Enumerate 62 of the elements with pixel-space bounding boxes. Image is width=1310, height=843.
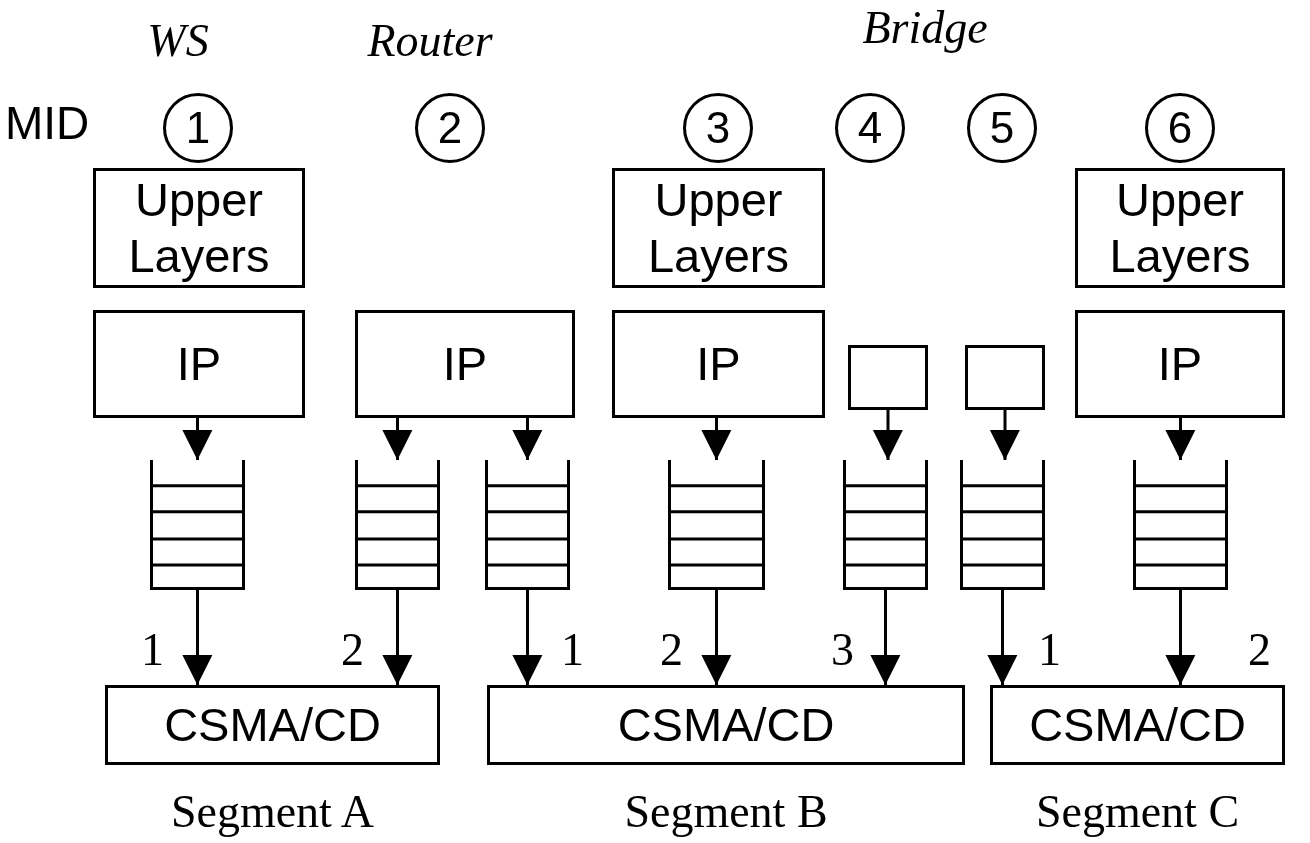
node-text: Upper Layers <box>127 171 271 284</box>
node-text: 6 <box>1167 101 1193 154</box>
segment-label: Segment A <box>169 789 376 835</box>
port-number: 1 <box>1037 627 1062 673</box>
layer-box <box>355 310 575 418</box>
port-number: 1 <box>560 627 585 673</box>
node-text: IP <box>696 335 741 392</box>
node-text: IP <box>1157 335 1203 392</box>
arrow <box>1165 418 1196 460</box>
row-label: MID <box>5 100 90 146</box>
port-number: 2 <box>659 627 684 673</box>
layer-box <box>1075 310 1285 418</box>
layer-box <box>612 168 825 288</box>
arrow <box>182 590 213 685</box>
layer-box <box>848 345 928 410</box>
layer-box <box>612 310 825 418</box>
node-text: 2 <box>437 101 463 154</box>
layer-box <box>965 345 1045 410</box>
circled-number <box>163 93 233 163</box>
port-number: 3 <box>830 627 855 673</box>
arrow <box>512 418 543 460</box>
arrow <box>382 418 413 460</box>
layer-box <box>1075 168 1285 288</box>
arrow <box>182 418 213 460</box>
group-label: Bridge <box>861 5 989 51</box>
arrow <box>512 590 543 685</box>
node-text: IP <box>176 335 222 392</box>
node-text: CSMA/CD <box>1029 696 1246 753</box>
arrow <box>1165 590 1196 685</box>
circled-number <box>415 93 485 163</box>
port-number: 2 <box>340 627 365 673</box>
arrow <box>382 590 413 685</box>
arrow <box>989 410 1020 460</box>
arrow <box>987 590 1018 685</box>
circled-number <box>1145 93 1215 163</box>
port-number: 1 <box>140 627 165 673</box>
segment-label: Segment C <box>1034 789 1241 835</box>
arrow <box>870 590 901 685</box>
bus-box <box>990 685 1285 765</box>
node-caption: Router <box>366 18 494 64</box>
bus-box <box>487 685 965 765</box>
circled-number <box>683 93 753 163</box>
node-text: CSMA/CD <box>617 696 835 753</box>
circled-number <box>835 93 905 163</box>
node-text: Upper Layers <box>1108 171 1252 284</box>
node-text: Upper Layers <box>646 171 791 284</box>
node-text: 4 <box>857 101 883 154</box>
port-number: 2 <box>1247 627 1272 673</box>
node-text: 5 <box>989 101 1015 154</box>
arrow <box>872 410 903 460</box>
circled-number <box>967 93 1037 163</box>
layer-box <box>93 168 305 288</box>
node-caption: WS <box>146 18 210 64</box>
node-text: CSMA/CD <box>164 696 381 753</box>
layer-box <box>93 310 305 418</box>
node-text: IP <box>442 335 488 392</box>
node-text: 3 <box>705 101 731 154</box>
segment-label: Segment B <box>623 789 829 835</box>
arrow <box>701 590 732 685</box>
bus-box <box>105 685 440 765</box>
arrow <box>701 418 732 460</box>
node-text: 1 <box>185 101 211 154</box>
